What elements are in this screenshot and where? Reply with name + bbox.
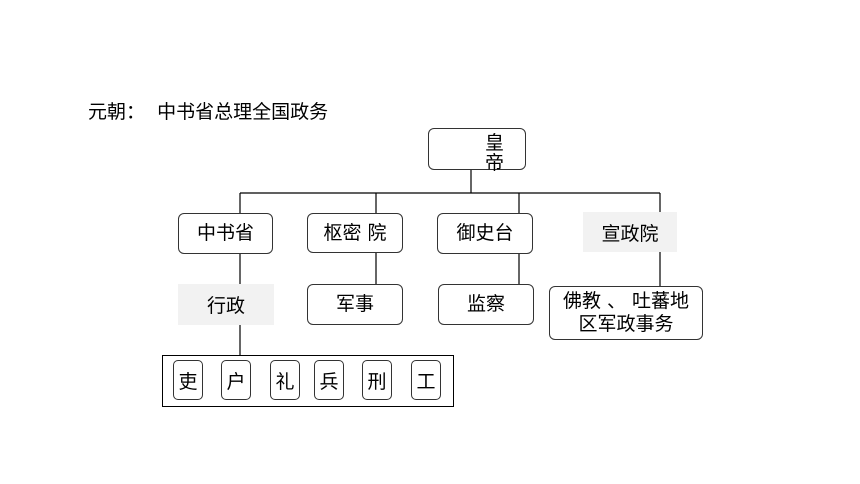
page-title: 元朝： 中书省总理全国政务	[88, 101, 329, 123]
jiancha-box: 监察	[438, 284, 534, 325]
yushi-box: 御史台	[437, 213, 533, 254]
ministry-bing: 兵	[314, 360, 344, 400]
emperor-box: 皇帝	[428, 128, 526, 174]
xuanzheng-box: 宣政院	[583, 212, 677, 252]
six-ministries-frame	[162, 355, 454, 407]
ministry-xing: 刑	[362, 360, 392, 400]
tibet-affairs-box: 佛教 、 吐蕃地区军政事务	[549, 286, 703, 340]
ministry-hu: 户	[221, 360, 251, 400]
ministry-li: 吏	[173, 360, 203, 400]
xingzheng-box: 行政	[178, 284, 274, 325]
junshi-box: 军事	[307, 284, 403, 325]
zhongshu-box: 中书省	[178, 213, 273, 254]
emperor-label: 皇帝	[485, 132, 505, 174]
ministry-gong: 工	[411, 360, 441, 400]
ministry-li-rites: 礼	[270, 360, 300, 400]
shumi-box: 枢密 院	[307, 213, 403, 253]
